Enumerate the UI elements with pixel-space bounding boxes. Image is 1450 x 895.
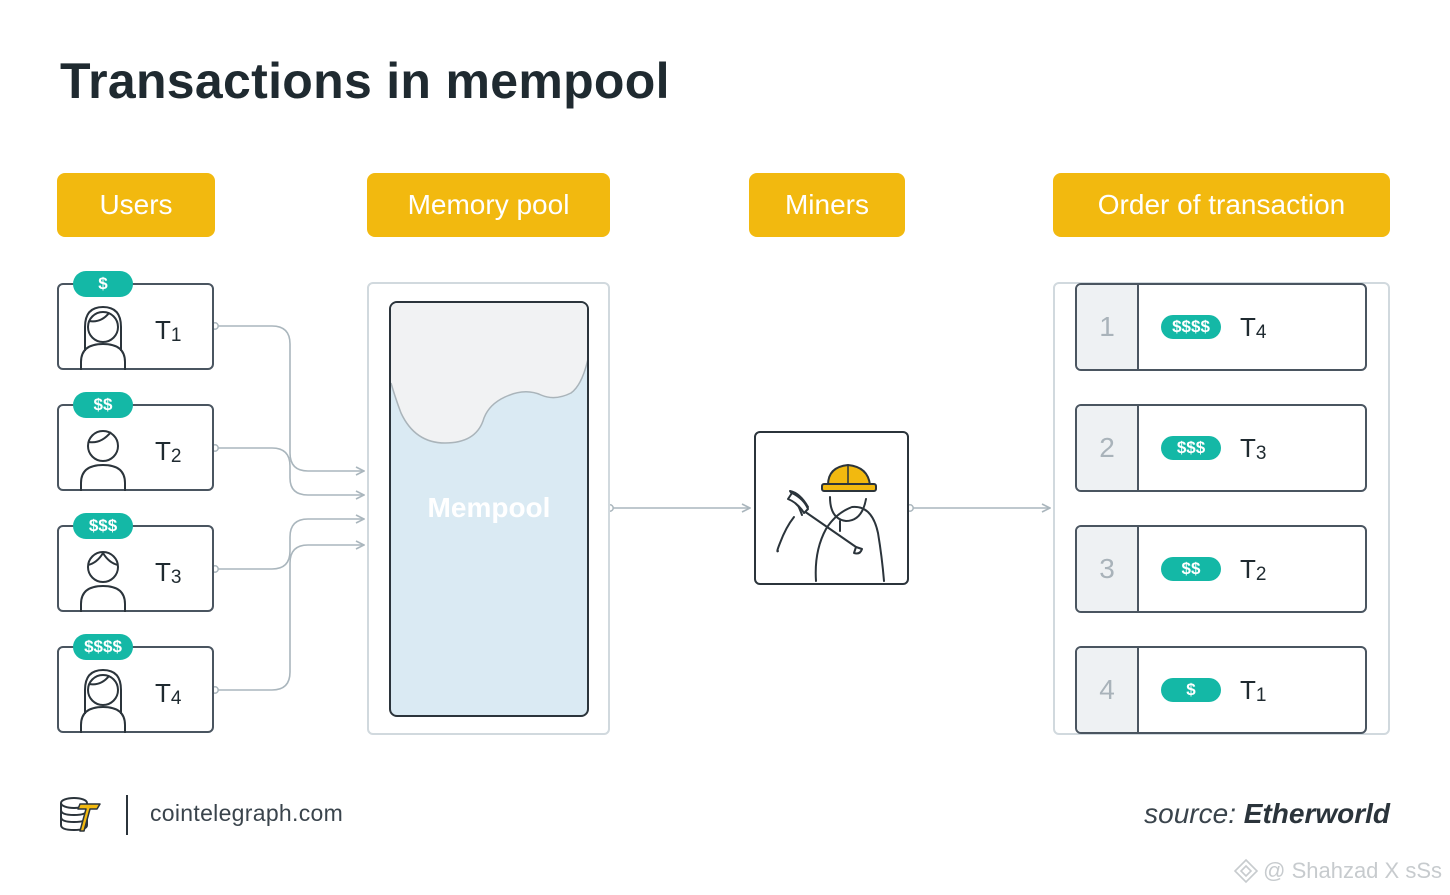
- connector-t4: [215, 545, 364, 691]
- transaction-label: T1: [155, 315, 182, 346]
- transaction-label: T1: [1240, 675, 1267, 706]
- footer-divider: [126, 795, 128, 835]
- miner-card: [754, 431, 909, 585]
- watermark: @ Shahzad X sSs: [1233, 858, 1442, 884]
- connector-t2: [215, 447, 364, 495]
- connector-t1: [215, 325, 364, 471]
- order-number: 3: [1077, 527, 1139, 611]
- fee-badge: $$$$: [73, 634, 133, 660]
- user-card-t1: $ T1: [57, 271, 214, 370]
- transaction-label: T4: [1240, 312, 1267, 343]
- user-male-icon: [80, 430, 126, 491]
- connector-t3: [215, 519, 364, 570]
- miner-with-pickaxe-icon: [776, 464, 885, 582]
- source-credit: source: Etherworld: [1144, 798, 1390, 829]
- transaction-label: T2: [1240, 554, 1267, 585]
- user-card-t3: $$$ T3: [57, 513, 214, 612]
- order-row-3: 3 $$ T2: [1075, 525, 1367, 613]
- binance-diamond-icon: [1233, 858, 1259, 884]
- users-header: Users: [57, 173, 215, 237]
- fee-badge: $$$: [73, 513, 133, 539]
- fee-badge: $: [1161, 678, 1221, 702]
- fee-badge: $$: [73, 392, 133, 418]
- transaction-label: T3: [1240, 433, 1267, 464]
- user-female-icon: [80, 305, 126, 370]
- memory-pool-header: Memory pool: [367, 173, 610, 237]
- mempool-foam-shape: [391, 303, 587, 444]
- order-row-1: 1 $$$$ T4: [1075, 283, 1367, 371]
- cointelegraph-logo-icon: [60, 797, 101, 832]
- transaction-label: T3: [155, 557, 182, 588]
- transaction-label: T4: [155, 678, 182, 709]
- fee-badge: $$: [1161, 557, 1221, 581]
- user-male-icon: [80, 551, 126, 612]
- transaction-label: T2: [155, 436, 182, 467]
- order-number: 2: [1077, 406, 1139, 490]
- user-female-icon: [80, 668, 126, 733]
- user-card-t4: $$$$ T4: [57, 634, 214, 733]
- order-number: 1: [1077, 285, 1139, 369]
- fee-badge: $$$: [1161, 436, 1221, 460]
- order-of-transaction-header: Order of transaction: [1053, 173, 1390, 237]
- fee-badge: $: [73, 271, 133, 297]
- site-url: cointelegraph.com: [150, 800, 344, 826]
- mempool-label: Mempool: [427, 492, 551, 523]
- order-row-4: 4 $ T1: [1075, 646, 1367, 734]
- mempool-container: [389, 301, 589, 717]
- user-card-t2: $$ T2: [57, 392, 214, 491]
- order-row-2: 2 $$$ T3: [1075, 404, 1367, 492]
- miners-header: Miners: [749, 173, 905, 237]
- fee-badge: $$$$: [1161, 315, 1221, 339]
- watermark-text: @ Shahzad X sSs: [1263, 858, 1442, 883]
- page-title: Transactions in mempool: [60, 53, 670, 109]
- order-number: 4: [1077, 648, 1139, 732]
